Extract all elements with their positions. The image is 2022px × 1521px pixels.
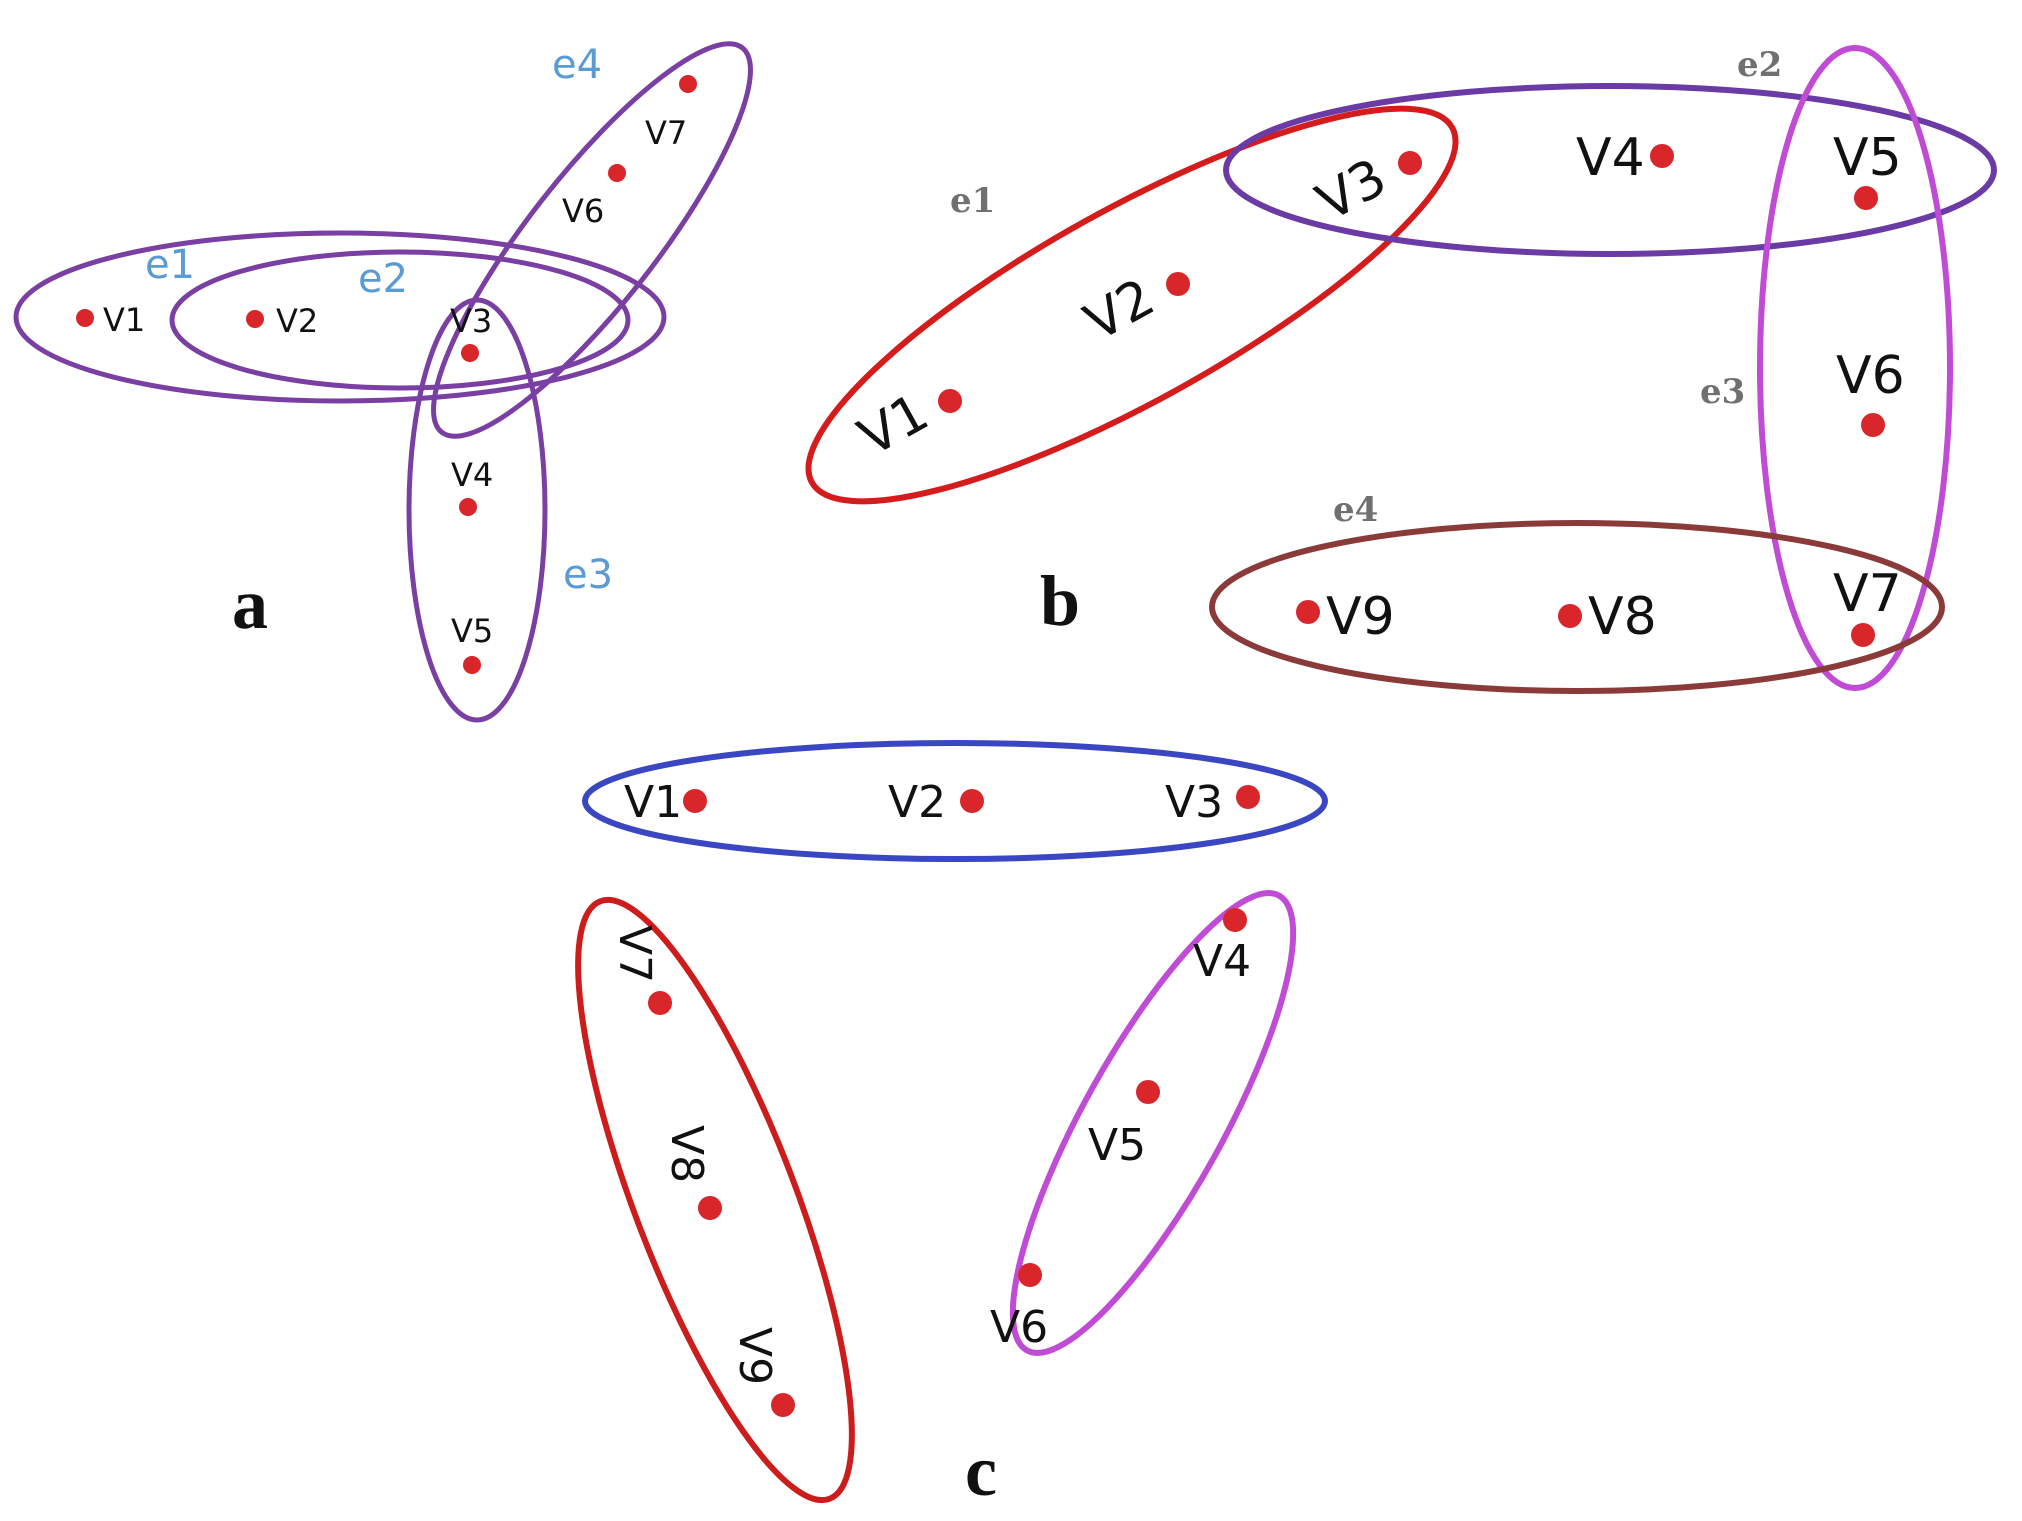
panel-b-vertex-label: V5 <box>1833 128 1902 188</box>
panel-c-vertex-label: V6 <box>990 1302 1048 1353</box>
panel-c-edge-top <box>582 740 1328 862</box>
panel-b-edge-e4 <box>1209 520 1945 694</box>
panel-c-vertex-dot <box>648 991 672 1015</box>
panel-a-vertex-dot <box>246 310 264 328</box>
panel-a-vertex-label: V1 <box>103 301 145 339</box>
panel-c-vertex-dot <box>960 789 984 813</box>
panel-a-edge-e4 <box>431 41 753 439</box>
panel-a-label: a <box>232 564 268 644</box>
panel-c-vertex-dot <box>698 1196 722 1220</box>
panel-b-vertex-label: V7 <box>1833 564 1902 624</box>
panel-b-vertex-dot <box>1558 604 1582 628</box>
panel-a-edge-label-e2: e2 <box>358 256 408 302</box>
panel-a-vertex-label: V6 <box>562 192 604 230</box>
panel-c-vertex-label: V9 <box>729 1327 780 1385</box>
panel-a-edge-label-e1: e1 <box>145 242 195 288</box>
panel-c-edge-left <box>575 896 855 1504</box>
panel-b-vertex-label: V1 <box>849 383 938 469</box>
panel-b-vertex-label: V3 <box>1307 148 1396 234</box>
panel-b-edge-e1 <box>805 105 1459 505</box>
panel-b: e1 e2 e3 e4 V1 V2 V3 V4 V5 V6 V7 V8 V9 b <box>805 45 1997 694</box>
panel-a-vertex-label: V7 <box>645 114 687 152</box>
panel-a-edge-e3 <box>406 297 548 723</box>
panel-a-vertex-dot <box>679 75 697 93</box>
panel-b-vertex-dot <box>1398 151 1422 175</box>
panel-c-vertex-label: V4 <box>1193 936 1251 987</box>
panel-a-vertex-dot <box>461 344 479 362</box>
panel-a-vertex-label: V5 <box>451 612 493 650</box>
panel-a-vertex-dot <box>463 656 481 674</box>
panel-c: V1 V2 V3 V4 V5 V6 V7 V8 V9 c <box>575 740 1328 1511</box>
panel-c-vertex-label: V5 <box>1088 1120 1146 1171</box>
panel-a-edge-label-e4: e4 <box>552 42 602 88</box>
panel-c-vertex-dot <box>683 789 707 813</box>
panel-b-vertex-dot <box>938 389 962 413</box>
panel-c-edge-right <box>1009 890 1297 1356</box>
panel-b-vertex-label: V6 <box>1836 346 1905 406</box>
panel-a-vertex-label: V4 <box>451 456 493 494</box>
panel-b-vertex-label: V4 <box>1576 128 1645 188</box>
panel-a-vertex-label: V3 <box>450 302 492 340</box>
panel-b-edge-label-e4: e4 <box>1333 490 1378 530</box>
panel-a-edge-label-e3: e3 <box>563 552 613 598</box>
panel-b-vertex-label: V8 <box>1588 587 1657 647</box>
panel-b-label: b <box>1040 561 1080 641</box>
panel-b-edge-label-e2: e2 <box>1737 45 1782 85</box>
panel-b-edge-e2 <box>1223 83 1997 257</box>
panel-a-vertex-dot <box>608 164 626 182</box>
panel-b-vertex-dot <box>1650 144 1674 168</box>
panel-b-vertex-dot <box>1854 186 1878 210</box>
panel-b-vertex-dot <box>1166 272 1190 296</box>
panel-c-vertex-dot <box>771 1393 795 1417</box>
panel-c-vertex-label: V7 <box>609 925 660 983</box>
panel-a-vertex-label: V2 <box>276 302 318 340</box>
panel-b-vertex-label: V2 <box>1075 268 1164 354</box>
panel-b-edge-label-e1: e1 <box>950 181 995 221</box>
panel-a-vertex-dot <box>459 498 477 516</box>
panel-b-edge-label-e3: e3 <box>1700 372 1745 412</box>
panel-b-vertex-dot <box>1296 600 1320 624</box>
panel-c-vertex-label: V2 <box>888 777 946 828</box>
panel-c-vertex-dot <box>1236 785 1260 809</box>
panel-b-vertex-label: V9 <box>1326 587 1395 647</box>
panel-c-label: c <box>965 1431 997 1511</box>
panel-a: e1 e2 e3 e4 V1 V2 V3 V4 V5 V6 V7 a <box>13 41 753 723</box>
panel-c-vertex-label: V3 <box>1165 777 1223 828</box>
panel-a-edge-e2 <box>169 249 631 391</box>
panel-b-vertex-dot <box>1861 413 1885 437</box>
panel-c-vertex-label: V1 <box>624 777 682 828</box>
panel-c-vertex-label: V8 <box>661 1125 712 1183</box>
panel-c-vertex-dot <box>1223 908 1247 932</box>
panel-b-edge-e3 <box>1757 45 1953 691</box>
panel-a-vertex-dot <box>76 309 94 327</box>
panel-c-vertex-dot <box>1136 1080 1160 1104</box>
panel-a-edge-e1 <box>13 230 667 404</box>
panel-c-vertex-dot <box>1018 1263 1042 1287</box>
panel-b-vertex-dot <box>1851 623 1875 647</box>
